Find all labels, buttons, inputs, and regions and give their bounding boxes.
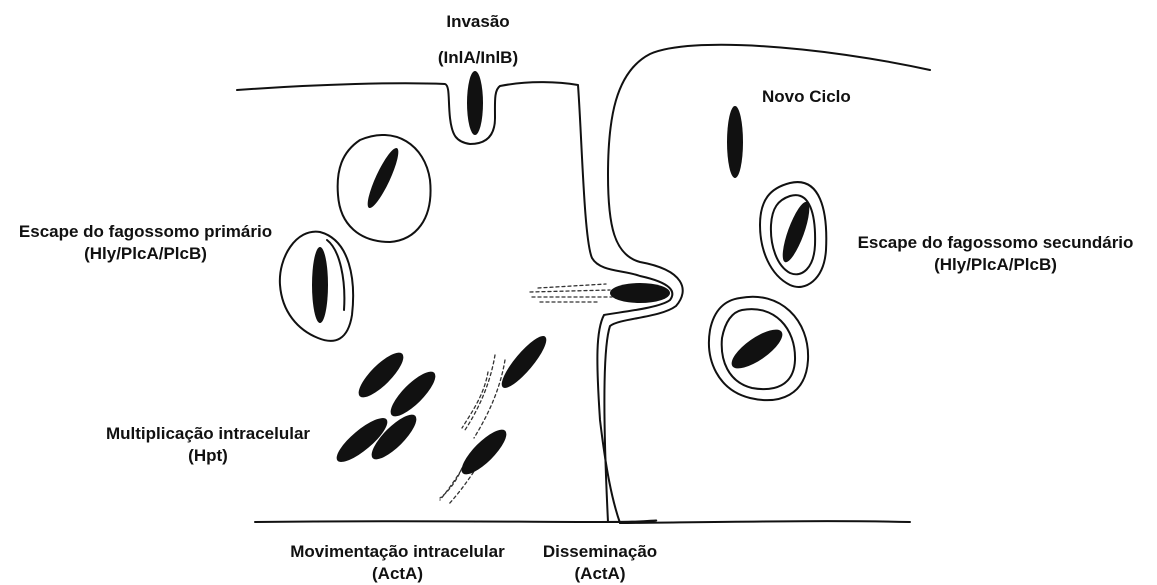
movement-bacteria bbox=[456, 331, 552, 480]
label-new-cycle-title: Novo Ciclo bbox=[762, 86, 851, 108]
label-primary-escape-title: Escape do fagossomo primário bbox=[8, 221, 283, 243]
label-primary-escape-proteins: (Hly/PlcA/PlcB) bbox=[8, 243, 283, 265]
bacterium-invasion bbox=[467, 71, 483, 135]
label-secondary-escape-title: Escape do fagossomo secundário bbox=[838, 232, 1153, 254]
primary-phagosome-lower-inner bbox=[327, 240, 344, 310]
label-invasion-title: Invasão bbox=[418, 11, 538, 33]
label-primary-escape: Escape do fagossomo primário (Hly/PlcA/P… bbox=[8, 221, 283, 265]
label-multiplication-title: Multiplicação intracelular bbox=[88, 423, 328, 445]
label-secondary-escape: Escape do fagossomo secundário (Hly/PlcA… bbox=[838, 232, 1153, 276]
multiplication-bacteria bbox=[331, 347, 441, 469]
bacterium-secondary-upper bbox=[778, 199, 815, 265]
basal-membrane bbox=[255, 520, 910, 523]
bacterium-protrusion bbox=[610, 283, 670, 303]
bacterium-move-2 bbox=[456, 424, 513, 481]
label-multiplication-proteins: (Hpt) bbox=[88, 445, 328, 467]
label-invasion-proteins: (InlA/InlB) bbox=[418, 47, 538, 69]
label-movement: Movimentação intracelular (ActA) bbox=[270, 541, 525, 585]
label-dissemination-title: Disseminação bbox=[530, 541, 670, 563]
label-movement-proteins: (ActA) bbox=[270, 563, 525, 585]
label-dissemination: Disseminação (ActA) bbox=[530, 541, 670, 585]
bacterium-phagosome-upper bbox=[363, 145, 404, 211]
label-multiplication: Multiplicação intracelular (Hpt) bbox=[88, 423, 328, 467]
label-dissemination-proteins: (ActA) bbox=[530, 563, 670, 585]
label-invasion: Invasão (InlA/InlB) bbox=[418, 11, 538, 69]
bacterium-new-cycle bbox=[727, 106, 743, 178]
label-new-cycle: Novo Ciclo bbox=[762, 86, 851, 108]
bacterium-secondary-lower bbox=[726, 323, 788, 375]
label-secondary-escape-proteins: (Hly/PlcA/PlcB) bbox=[838, 254, 1153, 276]
bacterium-phagosome-lower bbox=[312, 247, 328, 323]
label-movement-title: Movimentação intracelular bbox=[270, 541, 525, 563]
right-cell-membrane bbox=[605, 45, 931, 522]
